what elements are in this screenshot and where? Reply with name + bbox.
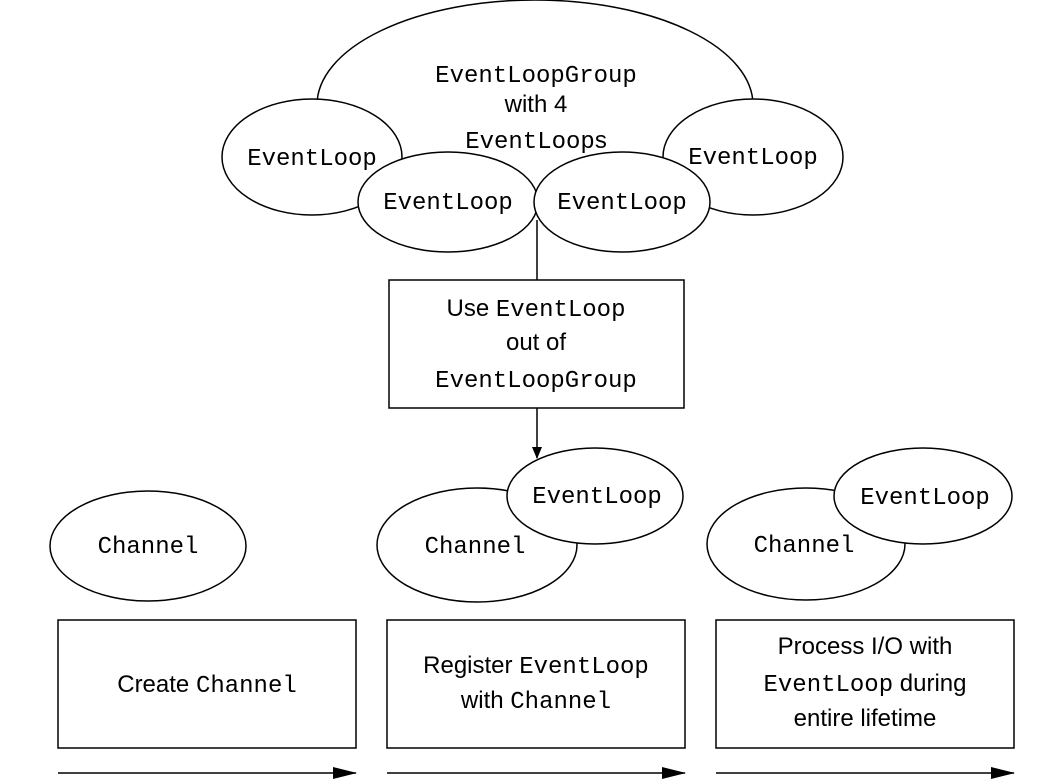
process-line2: EventLoop during xyxy=(763,670,966,699)
step-create-channel: Create Channel xyxy=(57,619,357,749)
channel-label: Channel xyxy=(98,534,199,561)
channel-label: Channel xyxy=(425,534,526,561)
event-loop-label: EventLoop xyxy=(532,484,662,511)
group-loops-caption: EventLoops xyxy=(465,127,607,156)
event-loop-label: EventLoop xyxy=(860,485,990,512)
step-process-io: Process I/O with EventLoop during entire… xyxy=(715,619,1015,749)
event-loop-label: EventLoop xyxy=(557,190,687,217)
event-loop-label: EventLoop xyxy=(688,145,818,172)
use-eventloop-box: Use EventLoop out of EventLoopGroup xyxy=(388,279,685,409)
event-loop-2: EventLoop xyxy=(357,151,539,253)
register-line1: Register EventLoop xyxy=(423,652,649,681)
event-loop-label: EventLoop xyxy=(247,146,377,173)
use-box-line1: Use EventLoop xyxy=(447,295,626,324)
register-line2: with Channel xyxy=(460,687,611,716)
event-loop-registered: EventLoop xyxy=(506,447,684,545)
use-box-line3: EventLoopGroup xyxy=(435,368,637,395)
event-loop-processing: EventLoop xyxy=(833,447,1013,545)
group-name: EventLoopGroup xyxy=(435,63,637,90)
channel-1: Channel xyxy=(49,490,247,602)
create-channel-text: Create Channel xyxy=(117,671,297,700)
event-loop-4: EventLoop xyxy=(662,98,844,216)
event-loop-3: EventLoop xyxy=(533,151,711,253)
channel-label: Channel xyxy=(754,533,855,560)
event-loop-1: EventLoop xyxy=(221,98,403,216)
process-line1: Process I/O with xyxy=(778,633,953,660)
event-loop-label: EventLoop xyxy=(383,190,513,217)
process-line3: entire lifetime xyxy=(794,705,937,732)
step-register-eventloop: Register EventLoop with Channel xyxy=(386,619,686,749)
group-with-text: with 4 xyxy=(504,91,568,118)
use-box-line2: out of xyxy=(506,329,566,356)
